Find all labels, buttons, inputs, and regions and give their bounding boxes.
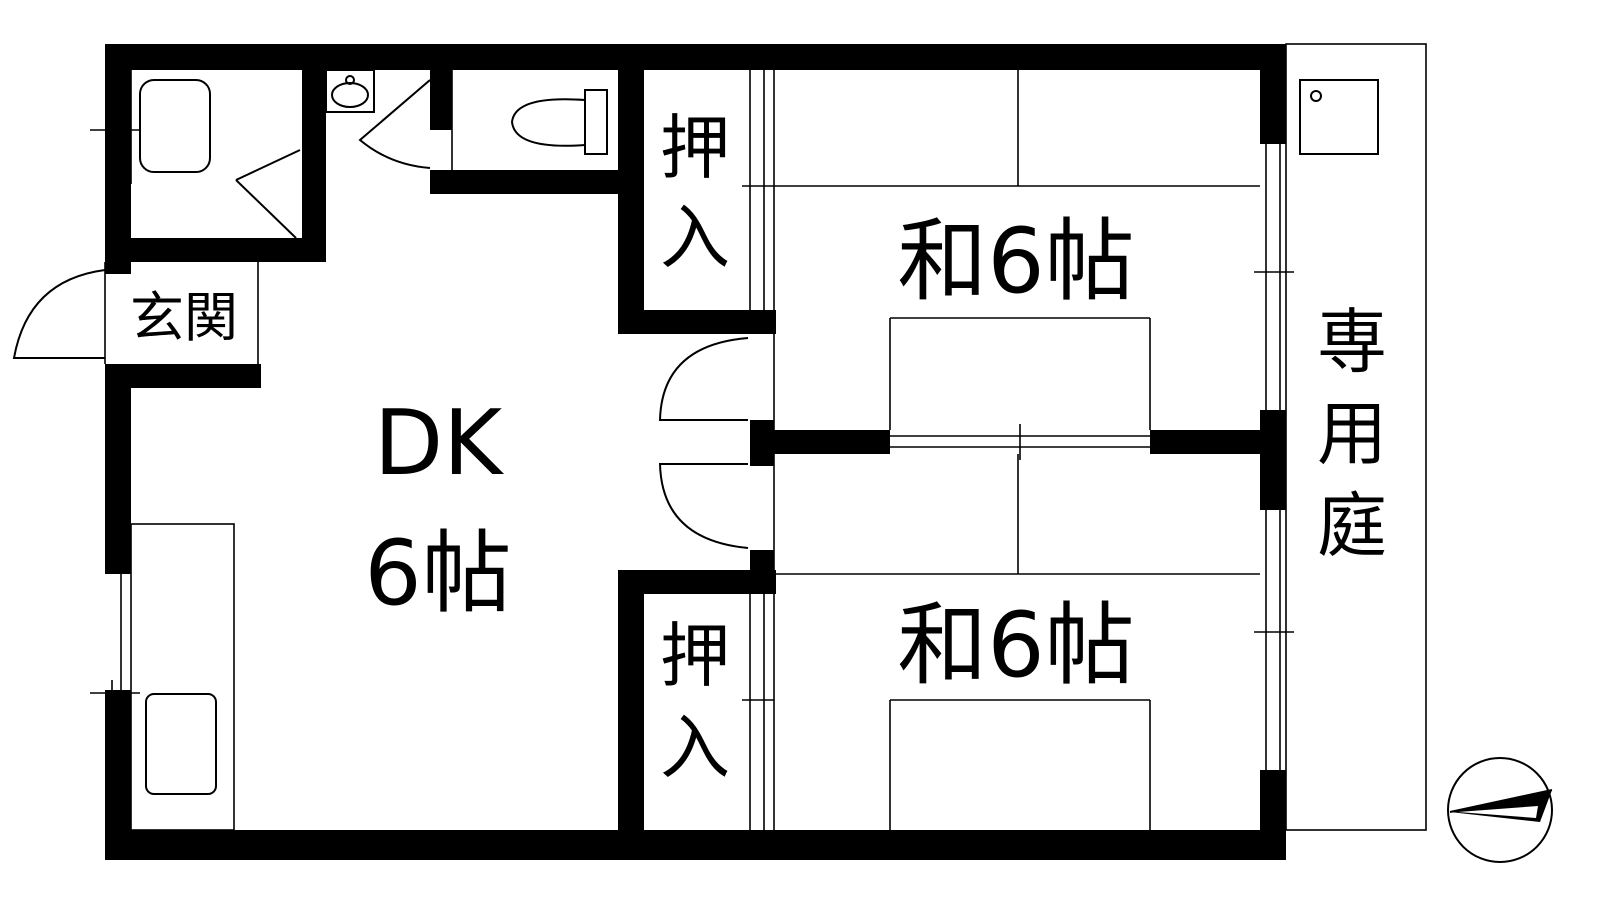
- washbasin: [325, 69, 375, 113]
- label-dk-name: DK: [374, 391, 504, 496]
- bath-door: [235, 149, 301, 239]
- inner-walls: [131, 70, 1286, 860]
- tatami-top: [773, 70, 1260, 430]
- label-dk-size: 6帖: [364, 521, 511, 626]
- label-closet-bottom-1: 押: [660, 615, 730, 697]
- closet-tracks: [742, 70, 774, 830]
- private-garden: [1285, 43, 1427, 831]
- label-closet-top-2: 入: [660, 197, 730, 279]
- label-washitsu-bottom: 和6帖: [897, 593, 1134, 698]
- label-closet-bottom-2: 入: [660, 707, 730, 789]
- east-windows: [1254, 144, 1294, 770]
- label-garden-1: 専: [1317, 301, 1387, 383]
- label-washitsu-top: 和6帖: [897, 209, 1134, 314]
- bathtub: [90, 70, 211, 184]
- label-garden-3: 庭: [1317, 485, 1387, 567]
- outer-walls: [105, 44, 1286, 860]
- entrance-door: [12, 262, 259, 364]
- compass-icon: [1447, 757, 1553, 863]
- kitchen-counter: [90, 523, 235, 831]
- toilet-door: [358, 79, 431, 169]
- label-entrance: 玄関: [130, 286, 238, 349]
- dk-doors: [658, 337, 749, 549]
- label-closet-top-1: 押: [660, 107, 730, 189]
- fusuma-partition: [890, 424, 1150, 460]
- toilet-fixture: [451, 70, 608, 170]
- tatami-bottom: [773, 454, 1260, 830]
- label-garden-2: 用: [1317, 393, 1387, 475]
